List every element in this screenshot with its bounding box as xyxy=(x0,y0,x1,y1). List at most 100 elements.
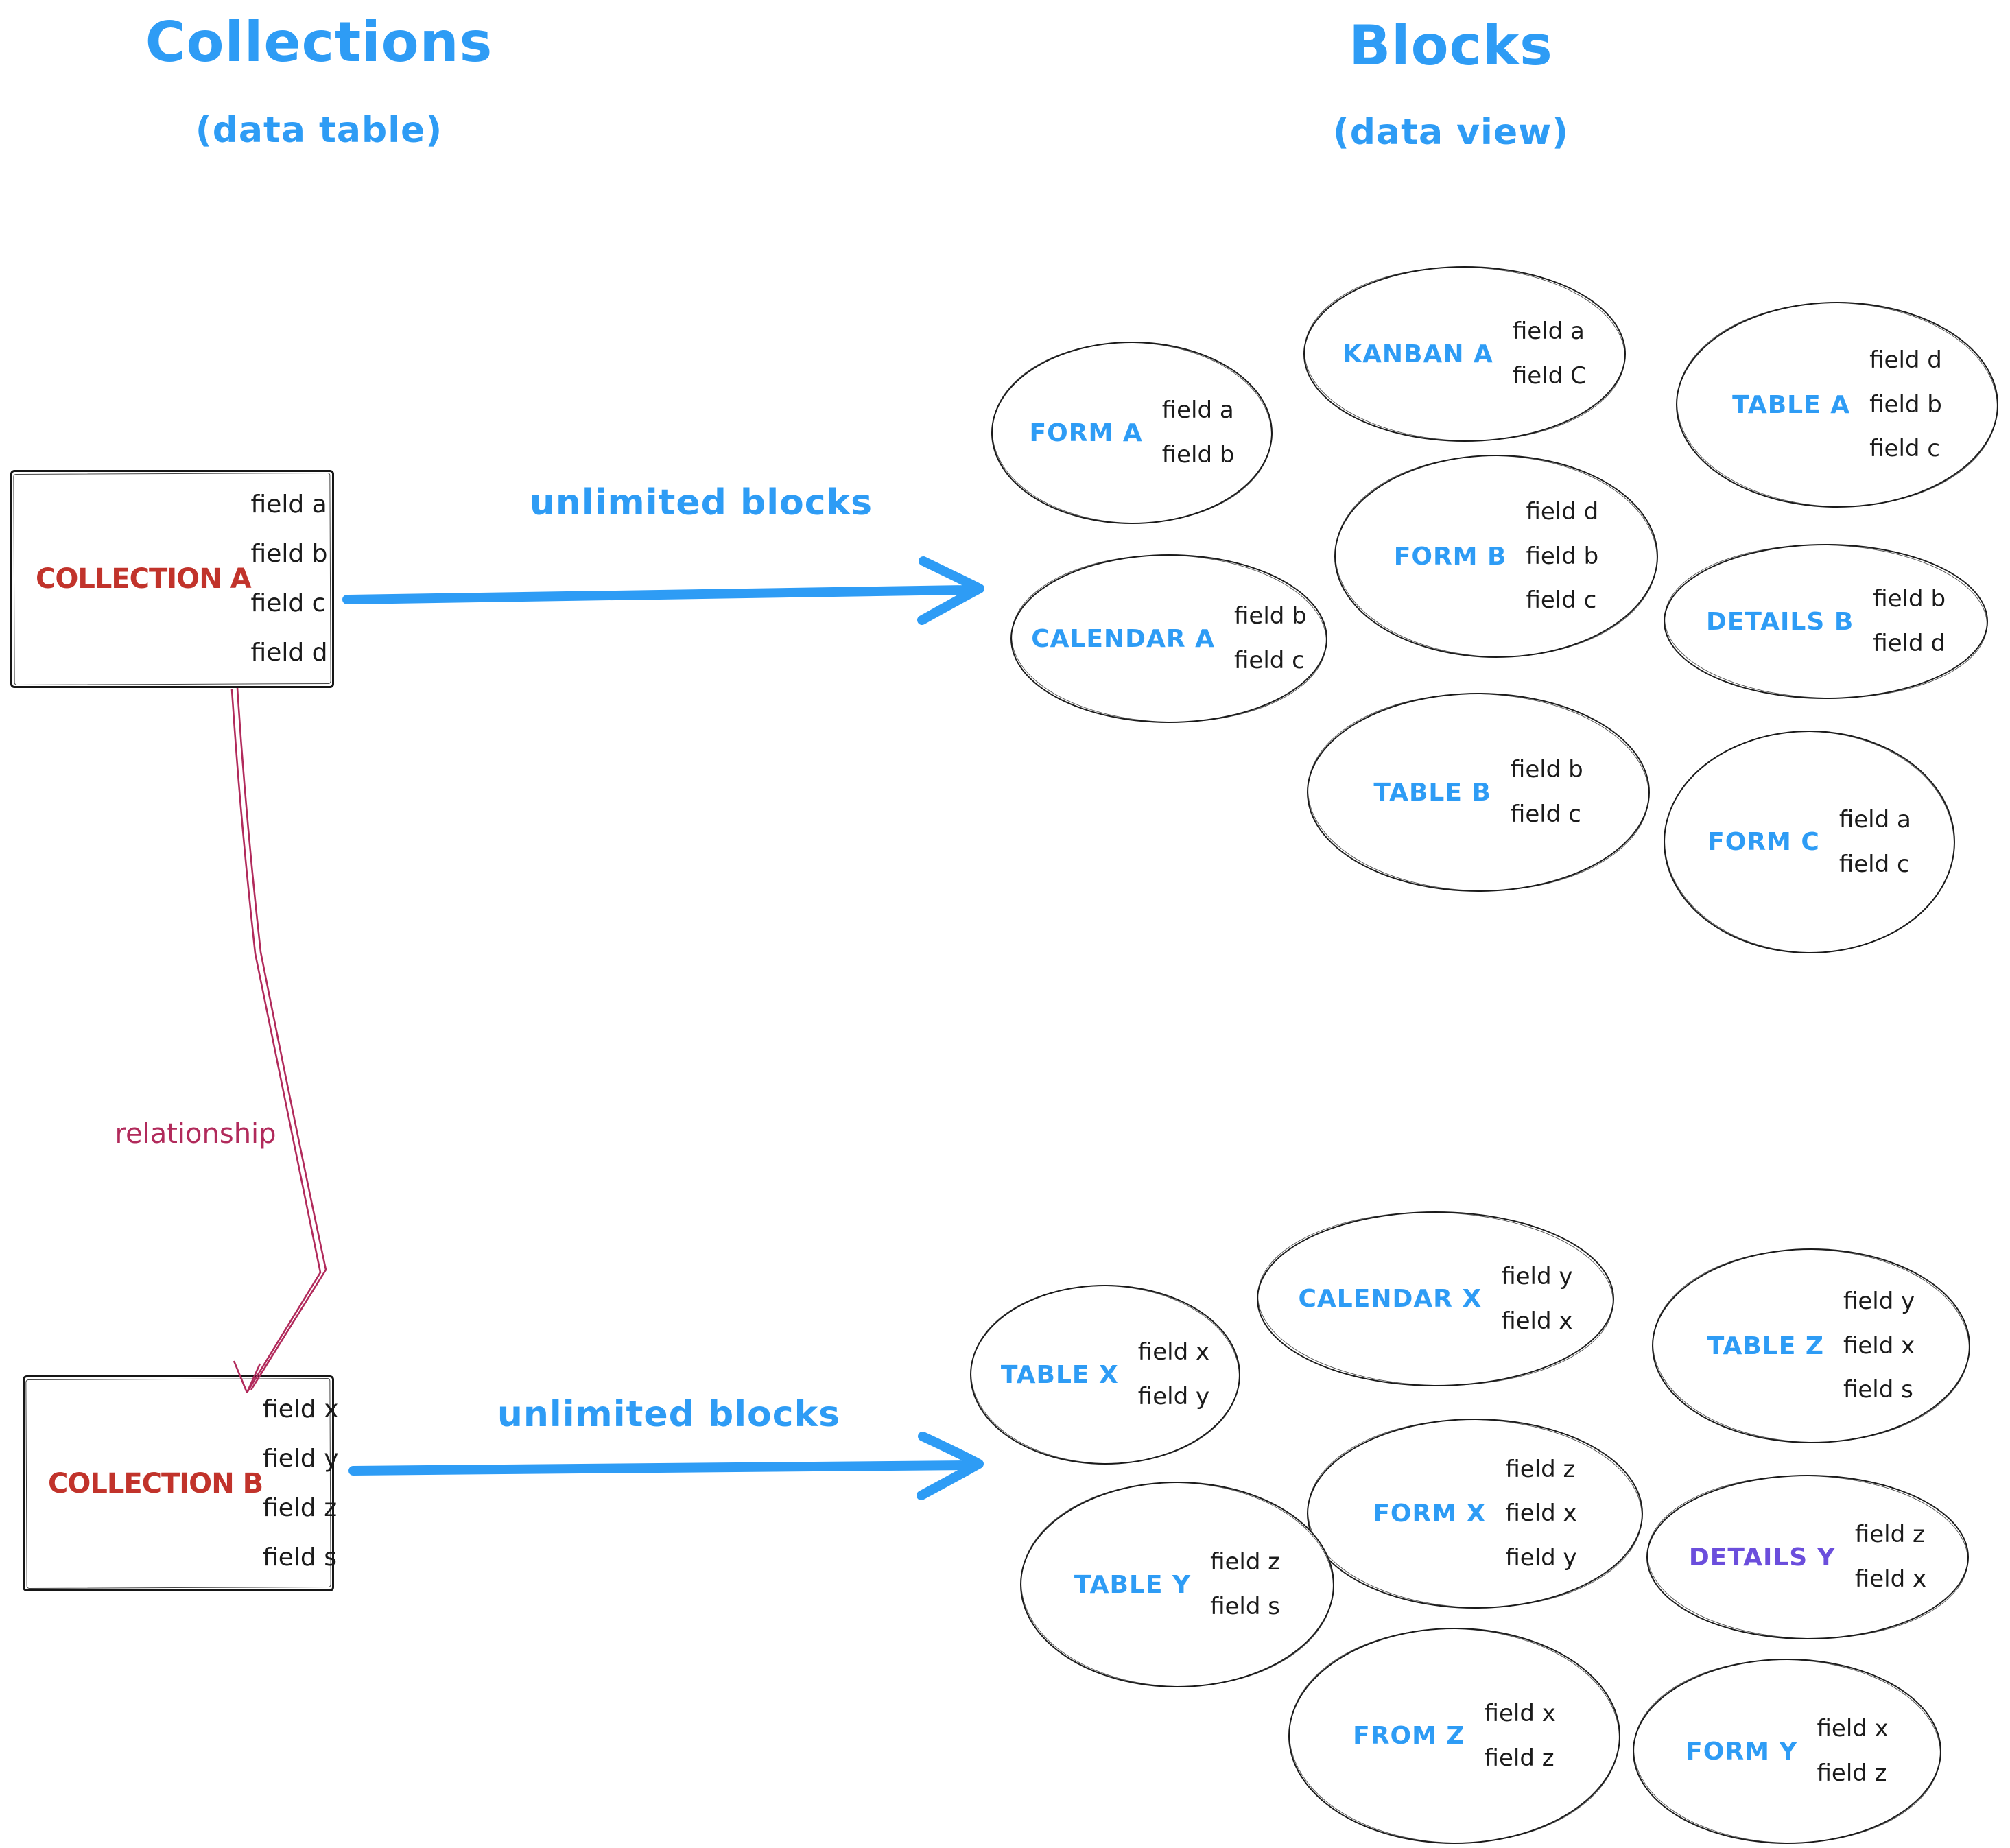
block-label: TABLE Y xyxy=(1074,1570,1192,1599)
block-label: CALENDAR A xyxy=(1031,624,1216,653)
block-fields: field x field z xyxy=(1817,1707,1889,1795)
unlimited-blocks-arrow-bottom xyxy=(348,1432,984,1500)
block-table-b: TABLE B field b field c xyxy=(1307,693,1650,892)
unlimited-blocks-label-top: unlimited blocks xyxy=(529,482,873,523)
block-fields: field y field x field s xyxy=(1843,1279,1915,1412)
collection-b-label: COLLECTION B xyxy=(48,1467,263,1500)
field: field d xyxy=(1873,630,1946,657)
block-label: FORM B xyxy=(1393,542,1507,571)
block-fields: field x field z xyxy=(1485,1692,1556,1780)
block-label: CALENDAR X xyxy=(1298,1285,1482,1313)
block-table-a: TABLE A field d field b field c xyxy=(1676,302,1998,508)
block-table-x: TABLE X field x field y xyxy=(970,1285,1240,1465)
field: field b xyxy=(1869,390,1942,418)
field: field c xyxy=(250,589,326,617)
block-label: DETAILS B xyxy=(1705,607,1854,636)
field: field z xyxy=(1210,1548,1281,1576)
block-label: TABLE B xyxy=(1373,778,1491,807)
field: field x xyxy=(1501,1307,1573,1335)
field: field x xyxy=(1843,1331,1915,1360)
block-table-z: TABLE Z field y field x field s xyxy=(1652,1248,1970,1443)
blocks-title: Blocks xyxy=(1349,14,1553,78)
field: field x xyxy=(1817,1715,1889,1743)
block-table-y: TABLE Y field z field s xyxy=(1020,1482,1334,1687)
block-label: TABLE A xyxy=(1732,390,1851,419)
field: field z xyxy=(263,1493,338,1522)
field: field a xyxy=(1161,396,1234,425)
field: field z xyxy=(1484,1744,1554,1772)
block-label: TABLE Z xyxy=(1707,1331,1824,1360)
field: field d xyxy=(250,639,328,667)
collections-subtitle: (data table) xyxy=(195,110,443,151)
block-fields: field d field b field c xyxy=(1869,338,1942,471)
unlimited-blocks-arrow-top xyxy=(342,556,984,625)
field: field d xyxy=(1869,346,1942,375)
field: field s xyxy=(1843,1376,1913,1404)
blocks-subtitle: (data view) xyxy=(1333,112,1569,153)
field: field b xyxy=(1234,602,1307,630)
field: field x xyxy=(1137,1338,1210,1366)
block-calendar-x: CALENDAR X field y field x xyxy=(1257,1211,1614,1386)
field: field C xyxy=(1512,362,1587,390)
field: field y xyxy=(1137,1383,1210,1410)
block-form-x: FORM X field z field x field y xyxy=(1307,1419,1643,1609)
collections-title: Collections xyxy=(145,10,493,74)
unlimited-blocks-label-bottom: unlimited blocks xyxy=(497,1394,841,1435)
block-label: TABLE X xyxy=(1000,1360,1119,1389)
field: field y xyxy=(1843,1288,1915,1316)
field: field x xyxy=(1505,1500,1577,1528)
field: field b xyxy=(1873,585,1946,613)
field: field c xyxy=(1510,801,1581,828)
block-fields: field a field c xyxy=(1839,798,1911,886)
field: field c xyxy=(1869,435,1940,463)
field: field b xyxy=(250,540,328,568)
field: field y xyxy=(1501,1262,1573,1290)
block-fields: field b field d xyxy=(1873,577,1946,665)
field: field c xyxy=(1234,647,1305,674)
block-fields: field x field y xyxy=(1138,1330,1209,1419)
collection-b-fields: field x field y field z field s xyxy=(263,1385,338,1583)
relationship-label: relationship xyxy=(115,1118,276,1150)
block-fields: field z field x field y xyxy=(1505,1447,1576,1580)
collection-a-fields: field a field b field c field d xyxy=(251,480,328,678)
block-calendar-a: CALENDAR A field b field c xyxy=(1010,554,1327,723)
field: field x xyxy=(1484,1699,1556,1727)
relationship-arrow xyxy=(230,687,327,1393)
block-fields: field b field c xyxy=(1511,748,1583,836)
block-kanban-a: KANBAN A field a field C xyxy=(1303,266,1626,442)
block-label: FORM C xyxy=(1707,828,1820,856)
block-from-z: FROM Z field x field z xyxy=(1288,1628,1620,1844)
block-fields: field b field c xyxy=(1234,594,1307,683)
field: field a xyxy=(1838,805,1911,833)
block-label: FORM A xyxy=(1029,418,1143,447)
collection-a-label: COLLECTION A xyxy=(36,563,252,595)
block-details-y: DETAILS Y field z field x xyxy=(1646,1475,1969,1639)
block-details-b: DETAILS B field b field d xyxy=(1664,544,1988,699)
block-fields: field z field x xyxy=(1855,1513,1926,1601)
collection-b-box: COLLECTION B field x field y field z fie… xyxy=(23,1375,339,1591)
field: field b xyxy=(1161,441,1235,469)
field: field x xyxy=(1854,1565,1927,1593)
field: field a xyxy=(1512,318,1585,346)
field: field y xyxy=(1505,1543,1577,1572)
block-form-c: FORM C field a field c xyxy=(1664,731,1955,953)
field: field b xyxy=(1526,542,1599,570)
field: field a xyxy=(250,490,327,519)
field: field z xyxy=(1817,1760,1887,1787)
field: field c xyxy=(1838,850,1910,878)
block-fields: field z field s xyxy=(1210,1540,1280,1628)
block-form-y: FORM Y field x field z xyxy=(1633,1659,1941,1844)
field: field b xyxy=(1510,756,1583,784)
field: field s xyxy=(263,1543,337,1572)
collection-a-box: COLLECTION A field a field b field c fie… xyxy=(10,470,334,688)
block-label: FROM Z xyxy=(1353,1722,1465,1750)
block-fields: field y field x xyxy=(1501,1255,1572,1343)
field: field c xyxy=(1526,587,1597,615)
field: field d xyxy=(1526,498,1599,526)
block-label: DETAILS Y xyxy=(1688,1543,1836,1572)
field: field x xyxy=(263,1395,339,1423)
field: field z xyxy=(1505,1455,1576,1483)
block-fields: field a field C xyxy=(1513,309,1587,398)
block-fields: field d field b field c xyxy=(1526,490,1598,623)
